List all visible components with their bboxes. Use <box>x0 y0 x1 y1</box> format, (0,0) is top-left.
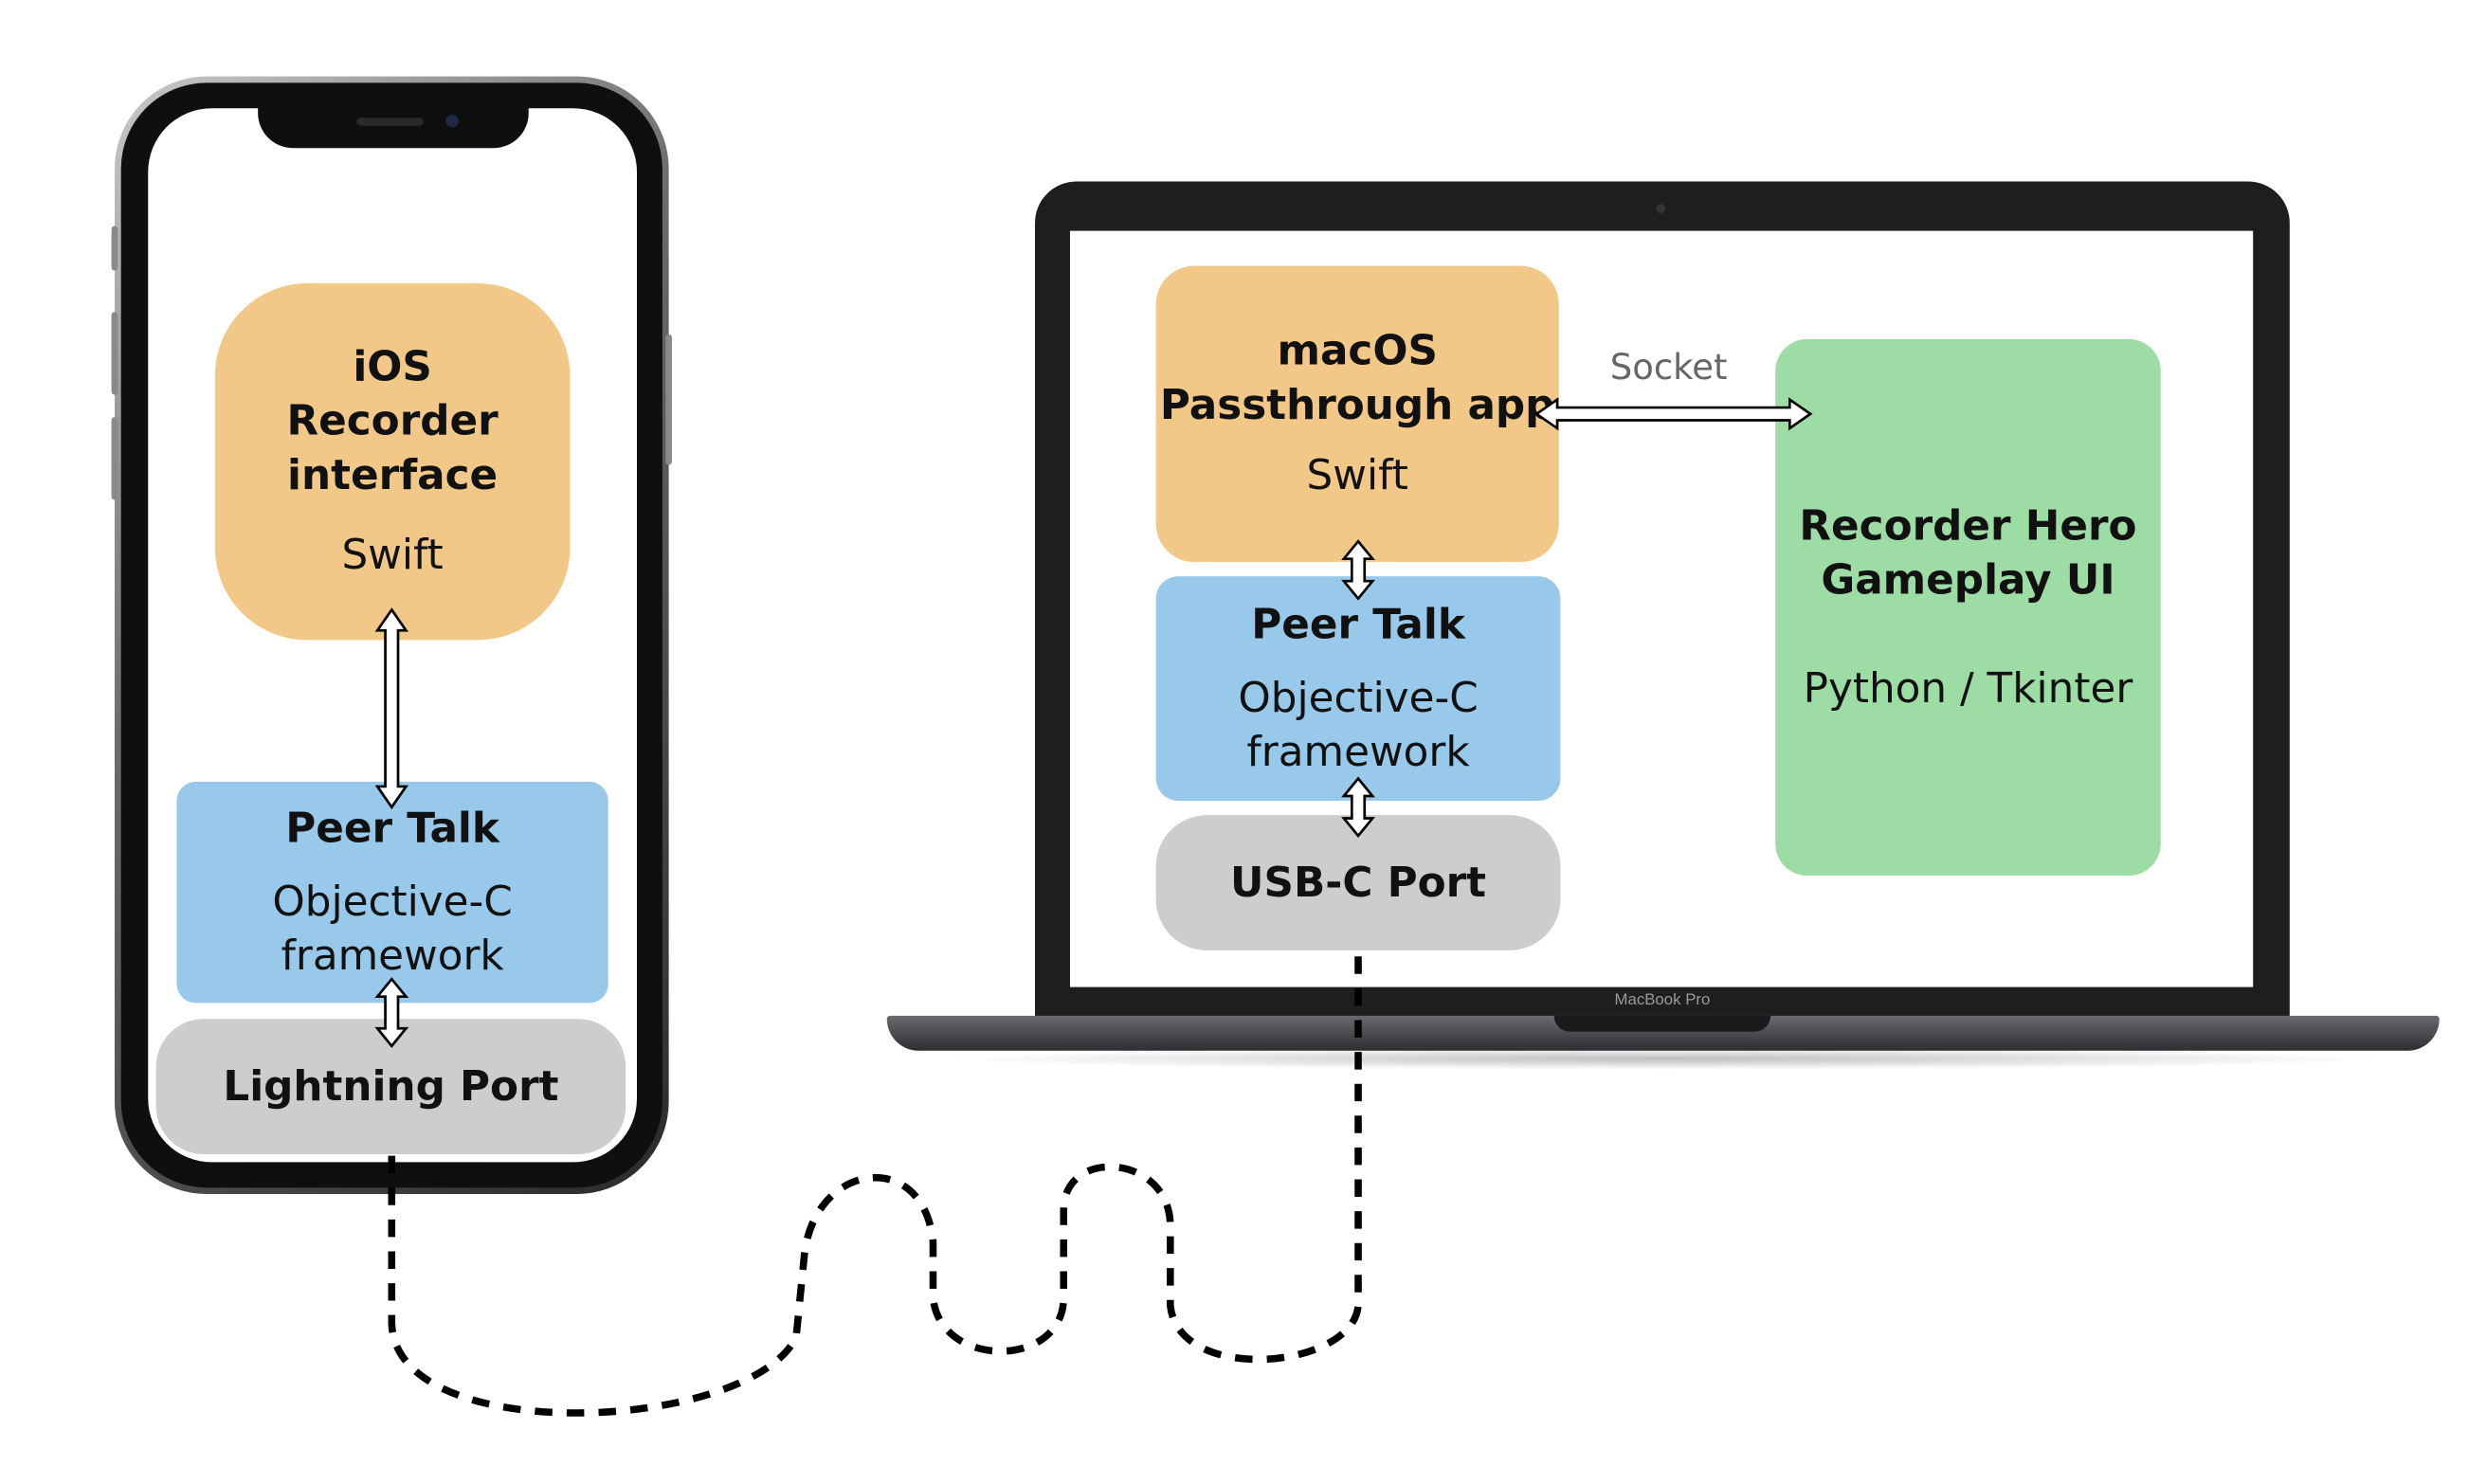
macos-passthrough-language: Swift <box>1306 452 1408 500</box>
gameplay-ui-box: Recorder Hero Gameplay UI Python / Tkint… <box>1775 338 2161 877</box>
ios-recorder-title-line: Recorder <box>286 398 499 446</box>
iphone-notch <box>258 104 529 149</box>
ios-recorder-peertalk-arrow <box>374 607 408 810</box>
mac-peertalk-line1: Objective-C <box>1238 674 1479 722</box>
iphone-camera-icon <box>445 114 459 128</box>
macbook-camera-icon <box>1656 204 1666 214</box>
macos-passthrough-title-line: macOS <box>1277 328 1438 376</box>
macos-passthrough-title-line: Passthrough app <box>1159 382 1555 430</box>
ios-recorder-title-line: iOS <box>353 343 432 392</box>
mac-peertalk-port-arrow <box>1341 776 1375 839</box>
ios-recorder-language: Swift <box>341 532 444 580</box>
iphone-volume-up-button <box>111 312 118 395</box>
gameplay-ui-title-line: Recorder Hero <box>1799 502 2137 551</box>
macbook-model-label: MacBook Pro <box>1614 991 1711 1010</box>
mac-peertalk-title: Peer Talk <box>1251 601 1465 649</box>
iphone-speaker <box>356 118 424 126</box>
ios-recorder-box: iOS Recorder interface Swift <box>214 283 571 641</box>
gameplay-ui-language: Python / Tkinter <box>1803 664 2133 713</box>
ios-peertalk-title: Peer Talk <box>285 805 499 853</box>
ios-recorder-title-line: interface <box>287 452 499 500</box>
iphone-volume-down-button <box>111 417 118 500</box>
usb-cable <box>388 951 1362 1417</box>
macbook-opening-notch <box>1553 1015 1771 1032</box>
iphone-side-button <box>111 226 118 271</box>
mac-peertalk-box: Peer Talk Objective-C framework <box>1155 576 1561 802</box>
macos-passthrough-box: macOS Passthrough app Swift <box>1155 265 1559 563</box>
mac-passthrough-peertalk-arrow <box>1341 539 1375 601</box>
mac-peertalk-line2: framework <box>1246 728 1470 776</box>
ios-peertalk-line2: framework <box>281 932 504 981</box>
mac-usbc-port-label: USB-C Port <box>1230 859 1487 907</box>
ios-peertalk-box: Peer Talk Objective-C framework <box>176 781 608 1004</box>
ios-peertalk-line1: Objective-C <box>272 878 513 926</box>
gameplay-ui-title-line: Gameplay UI <box>1821 556 2115 605</box>
mac-usbc-port-box: USB-C Port <box>1155 815 1561 950</box>
iphone-power-button <box>665 334 672 465</box>
socket-label: Socket <box>1609 348 1728 389</box>
socket-arrow <box>1533 397 1813 431</box>
ios-lightning-port-label: Lightning Port <box>223 1062 559 1111</box>
ios-peertalk-port-arrow <box>374 977 409 1048</box>
laptop-shadow <box>939 1047 2388 1070</box>
